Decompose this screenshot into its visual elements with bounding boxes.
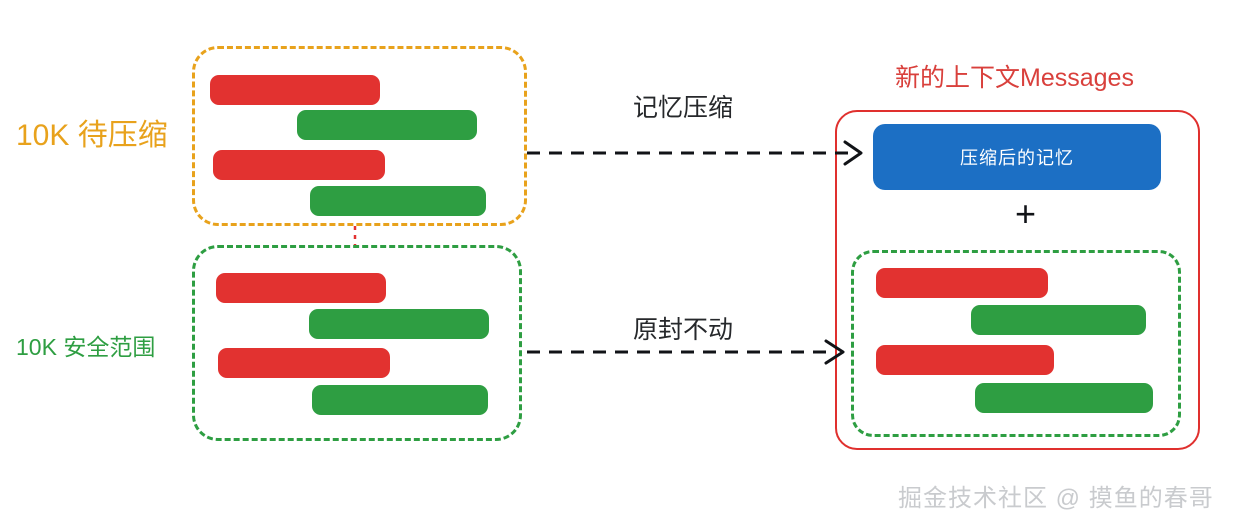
message-bar-assistant	[297, 110, 477, 140]
message-bar-assistant	[310, 186, 486, 216]
message-bar-assistant	[975, 383, 1153, 413]
watermark: 掘金技术社区 @ 摸鱼的春哥	[898, 485, 1214, 512]
compressed-memory-block: 压缩后的记忆	[873, 124, 1161, 190]
message-bar-user	[210, 75, 380, 105]
message-bar-assistant	[971, 305, 1146, 335]
compress-group-box	[192, 46, 527, 226]
message-bar-user	[213, 150, 385, 180]
message-bar-user	[876, 268, 1048, 298]
safe-group-box	[192, 245, 522, 441]
compress-group-label: 10K 待压缩	[16, 119, 168, 152]
arrow-label-keep: 原封不动	[633, 316, 734, 344]
compressed-memory-label: 压缩后的记忆	[960, 148, 1074, 168]
message-bar-assistant	[309, 309, 489, 339]
new-context-panel	[835, 110, 1200, 450]
message-bar-user	[876, 345, 1054, 375]
message-bar-user	[216, 273, 386, 303]
message-bar-assistant	[312, 385, 488, 415]
new-context-title: 新的上下文Messages	[895, 64, 1134, 92]
message-bar-user	[218, 348, 390, 378]
arrow-label-compress: 记忆压缩	[633, 94, 734, 122]
kept-messages-group-box	[851, 250, 1181, 437]
safe-group-label: 10K 安全范围	[16, 334, 156, 360]
plus-sign: +	[1015, 193, 1037, 234]
